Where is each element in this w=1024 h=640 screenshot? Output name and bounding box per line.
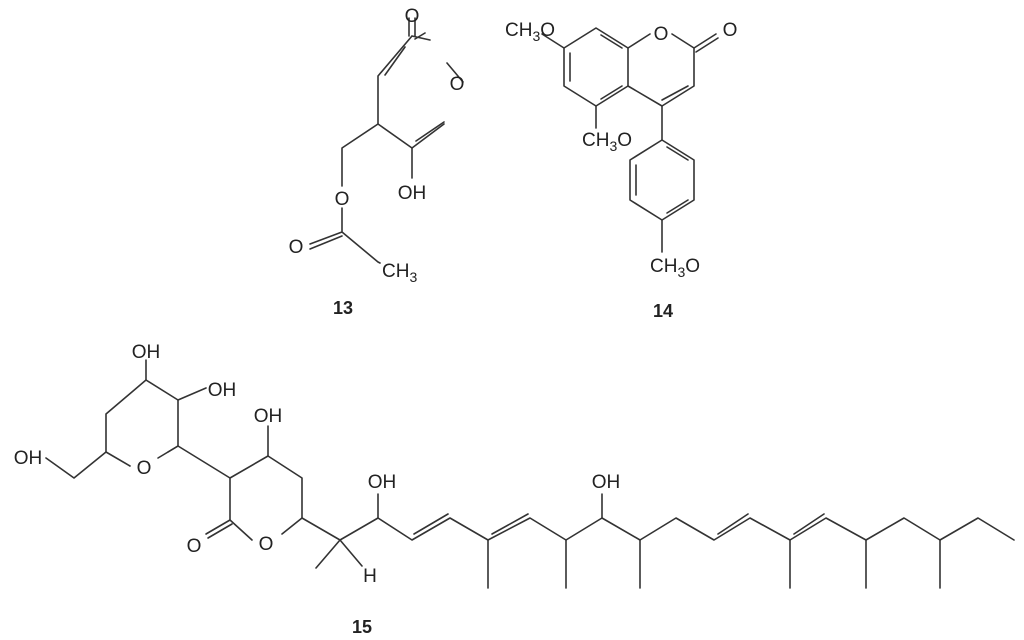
compound-14-pyranone-ring [627,33,695,107]
compound-13-hydroxyl: OH [398,183,427,204]
compound-15-oh-left: OH [14,448,43,469]
compound-15-sugar-ring-close [157,445,179,459]
compound-15-double-bonds [413,513,825,535]
compound-15-pyran-o: O [137,458,152,479]
compound-15-lactone-carbonyl-o: O [187,536,202,557]
compound-15-side-chain [301,517,1015,541]
compound-15-hydrogen: H [363,566,377,587]
compound-15-oh-top: OH [132,342,161,363]
compound-15-sugar-substituents [45,359,207,479]
compound-13-acetyl-o: O [289,237,304,258]
compound-13-carbonyl-o: O [405,6,420,27]
compound-14-methoxy4p: CH3O [650,256,700,280]
compound-14-aryl-inner [635,146,689,214]
compound-14-aryl-ring [629,139,695,221]
compound-15-oh-lactone: OH [254,406,283,427]
compound-13-ring-o: O [450,74,465,95]
compound-13: O O OH O O CH3 13 [289,6,465,318]
compound-13-acetyl-double-bond [309,235,343,250]
compound-15-label: 15 [352,617,372,637]
compound-14-benzo-ring [563,27,629,107]
compound-14-methoxy7: CH3O [505,20,555,44]
compound-13-ester-o: O [335,189,350,210]
compound-13-label: 13 [333,298,353,318]
compound-14-methoxy5: CH3O [582,130,632,154]
compound-14-methoxy7-bond [541,33,565,49]
compound-14-label: 14 [653,301,673,321]
compound-13-methyl: CH3 [382,261,417,285]
compound-14-pyranone-double [661,85,689,101]
compound-14-ring-o: O [654,24,669,45]
compound-15-oh-chain1: OH [368,472,397,493]
compound-15-glycosidic-link [177,445,231,479]
compound-13-carbonyl-bond [408,17,416,37]
compound-13-ring-double-bonds [384,32,445,142]
compound-15-oh-right: OH [208,380,237,401]
compound-15-oh-chain2: OH [592,472,621,493]
compound-14-carbonyl-o: O [723,20,738,41]
compound-14-benzo-inner [569,34,623,100]
compound-15-lactone-carbonyl [205,519,233,539]
compound-15-lactone-ring [229,455,303,541]
compound-14: O O CH3O CH3O CH3O 14 [505,20,737,321]
compound-15-chain-substituents [315,493,941,589]
compound-15-lactone-ring-o: O [259,534,274,555]
compound-14-carbonyl-bond [693,33,719,53]
compound-15: OH OH OH O OH O O H OH OH 15 [14,342,1015,637]
compound-13-side-chain-bonds [309,123,381,264]
